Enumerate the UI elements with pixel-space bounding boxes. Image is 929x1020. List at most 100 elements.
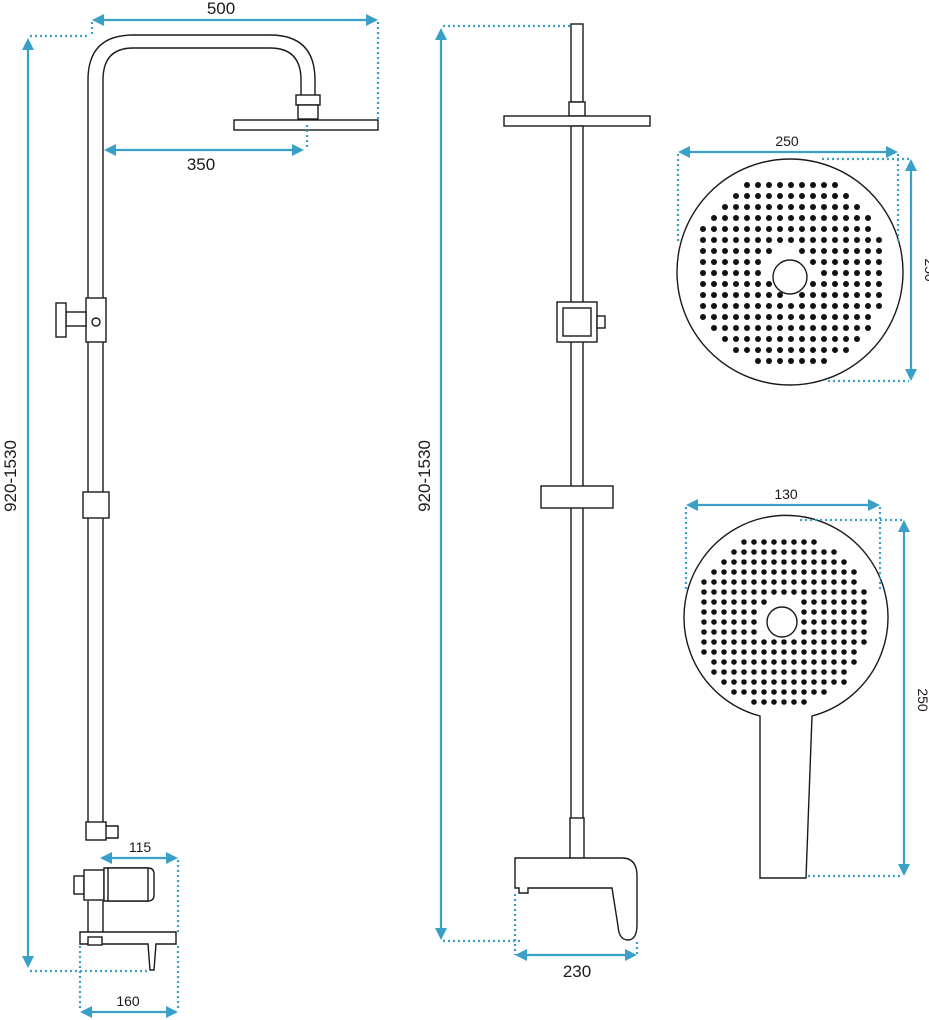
nozzle-dot xyxy=(721,599,727,605)
nozzle-dot xyxy=(810,237,816,243)
nozzle-dot xyxy=(851,619,857,625)
nozzle-dot xyxy=(755,281,761,287)
nozzle-dot xyxy=(711,248,717,254)
nozzle-dot xyxy=(810,281,816,287)
nozzle-dot xyxy=(755,303,761,309)
nozzle-dot xyxy=(788,193,794,199)
nozzle-dot xyxy=(851,589,857,595)
nozzle-dot xyxy=(761,569,767,575)
nozzle-dot xyxy=(801,679,807,685)
nozzle-dot xyxy=(788,325,794,331)
nozzle-dot xyxy=(821,336,827,342)
nozzle-dot xyxy=(744,314,750,320)
nozzle-dot xyxy=(821,303,827,309)
dim-height-left: 920-1530 xyxy=(1,34,150,973)
nozzle-dot xyxy=(801,669,807,675)
nozzle-dot xyxy=(854,270,860,276)
nozzle-dot xyxy=(766,226,772,232)
nozzle-dot xyxy=(781,589,787,595)
nozzle-dot xyxy=(700,237,706,243)
nozzle-dot xyxy=(741,689,747,695)
nozzle-dot xyxy=(843,347,849,353)
nozzle-dot xyxy=(744,292,750,298)
nozzle-dot xyxy=(876,270,882,276)
nozzle-dot xyxy=(810,226,816,232)
nozzle-dot xyxy=(831,629,837,635)
nozzle-dot xyxy=(777,193,783,199)
nozzle-dot xyxy=(744,259,750,265)
nozzle-dot xyxy=(771,679,777,685)
nozzle-dot xyxy=(711,569,717,575)
nozzle-dot xyxy=(821,358,827,364)
nozzle-dot xyxy=(811,689,817,695)
nozzle-dot xyxy=(777,182,783,188)
nozzle-dot xyxy=(722,248,728,254)
nozzle-dot xyxy=(761,599,767,605)
nozzle-dot xyxy=(751,539,757,545)
nozzle-dot xyxy=(744,281,750,287)
nozzle-dot xyxy=(821,259,827,265)
nozzle-dot xyxy=(766,336,772,342)
nozzle-dot xyxy=(755,193,761,199)
nozzle-dot xyxy=(799,248,805,254)
nozzle-dot xyxy=(721,569,727,575)
nozzle-dot xyxy=(781,689,787,695)
nozzle-dot xyxy=(777,347,783,353)
nozzle-dot xyxy=(761,679,767,685)
nozzle-dot xyxy=(733,248,739,254)
nozzle-dot xyxy=(700,226,706,232)
nozzle-dot xyxy=(733,292,739,298)
nozzle-dot xyxy=(777,314,783,320)
nozzle-dot xyxy=(766,193,772,199)
nozzle-dot xyxy=(832,248,838,254)
nozzle-dot xyxy=(799,237,805,243)
nozzle-dot xyxy=(744,270,750,276)
nozzle-dot xyxy=(731,589,737,595)
nozzle-dot xyxy=(733,314,739,320)
nozzle-dot xyxy=(801,579,807,585)
nozzle-dot xyxy=(811,579,817,585)
nozzle-dot xyxy=(821,589,827,595)
left-view: 500 350 920-1530 115 xyxy=(1,0,380,1018)
nozzle-dot xyxy=(761,589,767,595)
nozzle-dot xyxy=(741,579,747,585)
nozzle-dot xyxy=(771,539,777,545)
nozzle-dot xyxy=(832,336,838,342)
nozzle-dot xyxy=(801,659,807,665)
nozzle-dot xyxy=(701,629,707,635)
dim-base-width-label: 230 xyxy=(563,962,591,981)
nozzle-dot xyxy=(721,619,727,625)
nozzle-dot xyxy=(810,182,816,188)
rain-head-top-view: 250 250 xyxy=(676,133,929,386)
nozzle-dot xyxy=(821,248,827,254)
middle-lower-sleeve xyxy=(569,817,585,861)
nozzle-dot xyxy=(861,589,867,595)
nozzle-dot xyxy=(722,325,728,331)
nozzle-dot xyxy=(791,579,797,585)
nozzle-dot xyxy=(821,182,827,188)
nozzle-dot xyxy=(788,215,794,221)
nozzle-dot xyxy=(810,347,816,353)
nozzle-dot xyxy=(791,549,797,555)
nozzle-dot xyxy=(831,599,837,605)
nozzle-dot xyxy=(744,347,750,353)
nozzle-dot xyxy=(788,204,794,210)
nozzle-dot xyxy=(741,649,747,655)
nozzle-dot xyxy=(788,237,794,243)
nozzle-dot xyxy=(700,281,706,287)
nozzle-dot xyxy=(722,237,728,243)
nozzle-dot xyxy=(821,579,827,585)
nozzle-dot xyxy=(741,629,747,635)
rain-head-front xyxy=(503,115,651,127)
nozzle-dot xyxy=(821,609,827,615)
nozzle-dot xyxy=(841,629,847,635)
nozzle-dot xyxy=(861,629,867,635)
nozzle-dot xyxy=(700,248,706,254)
hand-shower-nozzles xyxy=(701,539,867,705)
nozzle-dot xyxy=(722,226,728,232)
nozzle-dot xyxy=(821,237,827,243)
nozzle-dot xyxy=(777,226,783,232)
rain-head-nozzles xyxy=(700,182,882,364)
nozzle-dot xyxy=(741,609,747,615)
nozzle-dot xyxy=(831,589,837,595)
